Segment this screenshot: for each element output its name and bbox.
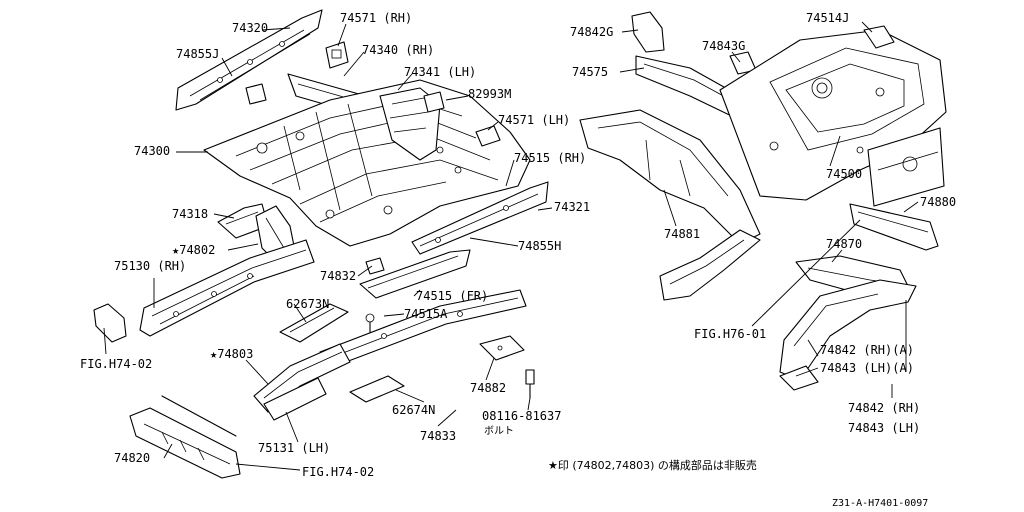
label-fig-h74-02-upper: FIG.H74-02	[80, 357, 152, 371]
label-74842-rh: 74842 (RH)	[848, 401, 920, 415]
footnote: ★印 (74802,74803) の構成部品は非販売	[548, 458, 757, 472]
label-74832: 74832	[320, 269, 356, 283]
label-74320: 74320	[232, 21, 268, 35]
rail-74880-drawing	[849, 203, 939, 251]
label-74575: 74575	[572, 65, 608, 79]
label-74843-lh-a: 74843 (LH)(A)	[820, 361, 914, 375]
part-labels: 74320 74571 (RH) 74855J 74340 (RH) 74341…	[80, 11, 956, 479]
bracket-74842g-drawing	[631, 11, 665, 53]
label-74571-lh: 74571 (LH)	[498, 113, 570, 127]
bracket-74571-rh-drawing	[325, 41, 349, 69]
label-74855h: 74855H	[518, 239, 561, 253]
rear-side-member-lower-left-drawing	[659, 229, 761, 301]
label-fig-h74-02-lower: FIG.H74-02	[302, 465, 374, 479]
label-74515-fr: 74515 (FR)	[416, 289, 488, 303]
label-62674n: 62674N	[392, 403, 435, 417]
label-74803: ★74803	[210, 347, 253, 361]
rear-floor-panel-74500-drawing	[719, 29, 947, 201]
rear-side-members-74842-74843-drawing	[779, 279, 917, 391]
label-74515-rh: 74515 (RH)	[514, 151, 586, 165]
label-75130-rh: 75130 (RH)	[114, 259, 186, 273]
label-74843-lh: 74843 (LH)	[848, 421, 920, 435]
label-74820: 74820	[114, 451, 150, 465]
insulator-62673n-drawing	[279, 303, 349, 343]
diagram-code: Z31-A-H7401-0097	[832, 498, 928, 509]
sill-75130-rh-drawing	[139, 239, 315, 337]
label-62673n: 62673N	[286, 297, 329, 311]
rail-74515-fr-drawing	[359, 249, 471, 299]
sill-75131-lh-drawing	[263, 377, 327, 421]
insulator-62674n-drawing	[349, 375, 405, 403]
label-74500: 74500	[826, 167, 862, 181]
label-74833: 74833	[420, 429, 456, 443]
label-fig-h76-01: FIG.H76-01	[694, 327, 766, 341]
bracket-drawing	[245, 83, 267, 105]
plate-74882-drawing	[479, 335, 525, 361]
label-bolt-note: ボルト	[484, 425, 514, 437]
label-74802: ★74802	[172, 243, 215, 257]
member-74515-rh-drawing	[411, 181, 549, 255]
label-82993m: 82993M	[468, 87, 511, 101]
label-75131-lh: 75131 (LH)	[258, 441, 330, 455]
label-74855j: 74855J	[176, 47, 219, 61]
label-74341-lh: 74341 (LH)	[404, 65, 476, 79]
label-74321: 74321	[554, 200, 590, 214]
fastener-drawing	[525, 369, 535, 399]
rear-floor-assembly	[579, 11, 947, 391]
side-member-74803-drawing	[253, 343, 351, 413]
part-74320-drawing	[175, 9, 323, 111]
frame-74881-drawing	[579, 109, 761, 245]
label-74300: 74300	[134, 144, 170, 158]
label-74882: 74882	[470, 381, 506, 395]
bracket-74571-lh-drawing	[475, 125, 501, 147]
label-08116-81637: 08116-81637	[482, 409, 561, 423]
label-74881: 74881	[664, 227, 700, 241]
label-74843g: 74843G	[702, 39, 745, 53]
label-74880: 74880	[920, 195, 956, 209]
label-74571-rh: 74571 (RH)	[340, 11, 412, 25]
label-74340-rh: 74340 (RH)	[362, 43, 434, 57]
label-74842g: 74842G	[570, 25, 613, 39]
label-74870: 74870	[826, 237, 862, 251]
label-74842-rh-a: 74842 (RH)(A)	[820, 343, 914, 357]
leader-lines	[103, 21, 919, 471]
rear-panel-drawing	[867, 127, 945, 207]
bracket-82993m-drawing	[423, 91, 445, 113]
tunnel-drawing	[379, 87, 441, 161]
crossmember-74820-drawing	[129, 395, 241, 479]
front-floor-assembly	[93, 9, 549, 479]
label-74318: 74318	[172, 207, 208, 221]
front-floor-panel-74300-drawing	[203, 79, 531, 247]
small-piece-fig-h74-02-drawing	[93, 303, 127, 343]
label-74514j: 74514J	[806, 11, 849, 25]
label-74515a: 74515A	[404, 307, 448, 321]
